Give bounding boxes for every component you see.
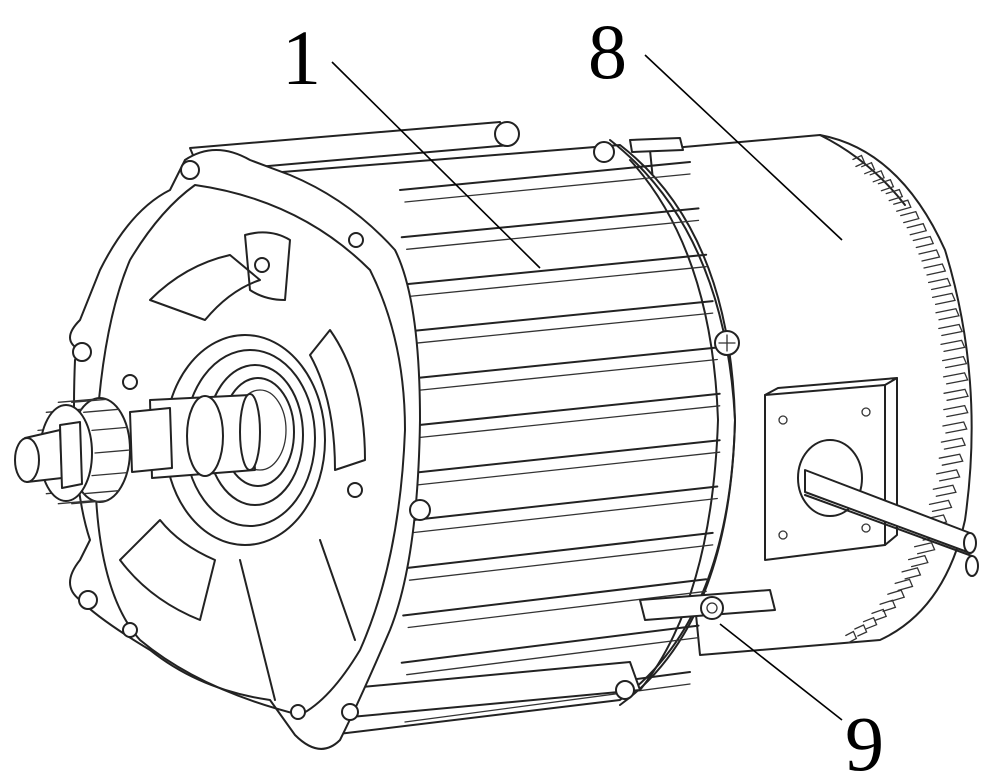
housing-rib	[404, 346, 719, 381]
housing-rib	[400, 207, 700, 239]
cooling-fin	[928, 499, 953, 513]
cooling-fin	[943, 388, 969, 401]
cooling-fins	[845, 154, 969, 644]
cooling-fin	[912, 235, 935, 249]
housing-ribs	[399, 161, 721, 723]
housing-rib	[400, 624, 700, 664]
housing-rib-edge	[404, 683, 691, 723]
gear-tooth	[91, 471, 128, 477]
cooling-fin	[877, 178, 895, 192]
cooling-fin	[927, 277, 952, 291]
gear-tooth	[71, 398, 108, 403]
housing-rib	[404, 439, 721, 475]
output-shaft	[14, 393, 261, 505]
cooling-fin	[894, 578, 914, 592]
cooling-fin	[852, 154, 866, 168]
gear-tooth	[57, 398, 94, 403]
cooling-fin	[931, 292, 956, 306]
cooling-fin	[941, 355, 968, 369]
cooling-fin	[871, 608, 888, 622]
gear-tooth	[57, 500, 94, 505]
callout-leaders	[331, 54, 843, 721]
housing-rib-edge	[409, 358, 718, 392]
gear-tooth	[91, 426, 128, 432]
housing-rib	[402, 253, 708, 286]
housing-rib	[404, 485, 719, 522]
cooling-fin	[918, 249, 941, 262]
cooling-fin	[932, 484, 957, 497]
cooling-fin	[861, 161, 876, 175]
housing-rib	[399, 161, 691, 191]
cooling-fin	[940, 437, 967, 450]
cable-rod	[804, 469, 979, 577]
cooling-fin	[845, 630, 858, 644]
leader-8	[644, 54, 843, 241]
housing-rib	[403, 300, 714, 333]
cooling-fin	[935, 308, 960, 321]
housing-rib-edge	[407, 590, 707, 629]
callout-label-8: 8	[588, 8, 627, 95]
cooling-fin	[942, 372, 969, 385]
housing-rib-edge	[409, 497, 718, 534]
gear-tooth	[94, 449, 131, 454]
housing-rib-edge	[410, 405, 721, 440]
cooling-fin	[854, 624, 868, 637]
cooling-fin	[913, 541, 936, 555]
cooling-fin	[923, 263, 947, 276]
cable-bracket	[764, 377, 898, 561]
cooling-fin	[935, 469, 961, 482]
housing-rib-edge	[406, 636, 700, 676]
cooling-fin	[869, 169, 885, 183]
leader-1	[331, 61, 541, 269]
housing-rib	[403, 531, 714, 570]
cooling-fin	[906, 222, 928, 236]
housing-rib	[402, 578, 708, 617]
housing-rib-edge	[404, 173, 691, 203]
cooling-fin	[938, 323, 964, 337]
cooling-fin	[862, 616, 878, 630]
cooling-fin	[893, 199, 912, 212]
cooling-fin	[942, 421, 968, 434]
cooling-fin	[887, 589, 906, 602]
callout-label-9: 9	[845, 700, 884, 784]
housing-rib-edge	[407, 266, 707, 298]
gear-tooth	[83, 490, 120, 495]
leader-9	[719, 623, 843, 721]
housing-rib-edge	[408, 312, 714, 345]
housing-rib	[404, 392, 721, 428]
gear-tooth	[83, 408, 120, 413]
cooling-fin	[943, 404, 969, 418]
cooling-fin	[879, 599, 897, 612]
cooling-fin	[907, 554, 929, 568]
cooling-fin	[901, 567, 922, 580]
cooling-fin	[938, 453, 964, 466]
housing-rib-edge	[410, 451, 721, 487]
cooling-fin	[885, 188, 904, 202]
cooling-fin	[940, 339, 966, 353]
cooling-fin	[900, 210, 920, 224]
housing-rib-edge	[408, 544, 714, 581]
housing-rib-edge	[406, 219, 700, 250]
callout-label-1: 1	[282, 14, 321, 101]
gear-tooth	[71, 500, 108, 505]
